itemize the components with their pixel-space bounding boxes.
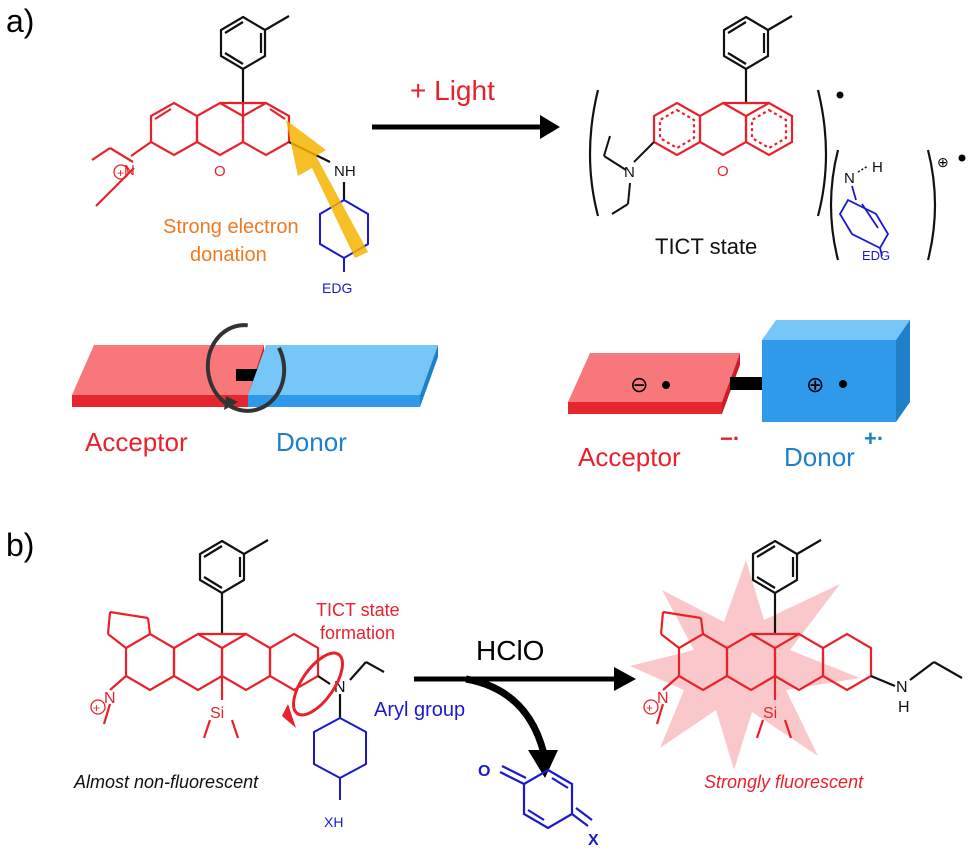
donor-label-right: Donor: [784, 442, 855, 472]
fluorescent-product: N + Si N H: [630, 539, 963, 770]
xanthene-core: [91, 101, 291, 207]
iminium-n: N: [124, 162, 135, 179]
panel-b-label: b): [6, 527, 34, 563]
tict-h: H: [872, 159, 883, 176]
quinone-byproduct: O X: [478, 763, 599, 849]
product-h: H: [898, 699, 910, 716]
svg-text:⊕: ⊕: [806, 372, 824, 397]
probe-n-right: N: [334, 679, 346, 696]
tict-formation-2: formation: [320, 623, 395, 643]
plus-charge: +: [117, 166, 124, 180]
planar-cartoon: [72, 323, 438, 413]
donor-label-left: Donor: [276, 427, 347, 457]
tict-o: O: [717, 163, 729, 180]
product-n-left: N: [657, 690, 669, 707]
donor-charge: +·: [864, 426, 884, 451]
strong-donation-text-2: donation: [190, 244, 267, 266]
tict-formation-1: TICT state: [316, 600, 400, 620]
strongly-fluorescent: Strongly fluorescent: [704, 772, 864, 792]
light-label: + Light: [410, 75, 495, 106]
product-n-right: N: [896, 679, 908, 696]
probe-aryl-ring: [313, 716, 367, 800]
svg-text:⊕: ⊕: [937, 154, 949, 170]
product-si: Si: [763, 705, 777, 722]
panel-a-label: a): [6, 3, 34, 39]
probe-xh: XH: [324, 814, 343, 830]
xanthene-o: O: [214, 163, 226, 180]
tict-edg: EDG: [862, 248, 890, 263]
edg-label: EDG: [322, 280, 352, 296]
probe-n-left: N: [104, 690, 116, 707]
tict-state-caption: TICT state: [655, 234, 757, 259]
fluorescence-burst: [630, 560, 860, 770]
probe-si: Si: [210, 705, 224, 722]
probe-plus: +: [93, 701, 100, 715]
electron-donation-arrow: [286, 120, 368, 258]
hclo-label: HClO: [476, 635, 544, 666]
probe-molecule: N + Si N XH: [90, 539, 385, 830]
nh-label: NH: [334, 163, 356, 180]
aryl-group-label: Aryl group: [374, 699, 465, 721]
acceptor-label-right: Acceptor: [578, 442, 681, 472]
product-plus: +: [646, 701, 653, 715]
quinone-o: O: [478, 763, 490, 780]
strong-donation-text-1: Strong electron: [163, 216, 299, 238]
svg-text:⊖: ⊖: [630, 372, 648, 397]
almost-non-fluorescent: Almost non-fluorescent: [73, 772, 259, 792]
tict-state-molecule: N O TICT state ⊕ N H EDG: [588, 15, 966, 263]
quinone-x: X: [588, 832, 599, 849]
acceptor-charge: −·: [720, 426, 740, 451]
twisted-cartoon: ⊖ ⊕: [568, 320, 910, 422]
tolyl-group: [219, 15, 290, 103]
acceptor-label-left: Acceptor: [85, 427, 188, 457]
tict-n-right: N: [844, 170, 855, 187]
aryl-donor-ring: [319, 198, 369, 272]
byproduct-arrow: [465, 675, 548, 755]
tict-n-left: N: [624, 164, 635, 181]
